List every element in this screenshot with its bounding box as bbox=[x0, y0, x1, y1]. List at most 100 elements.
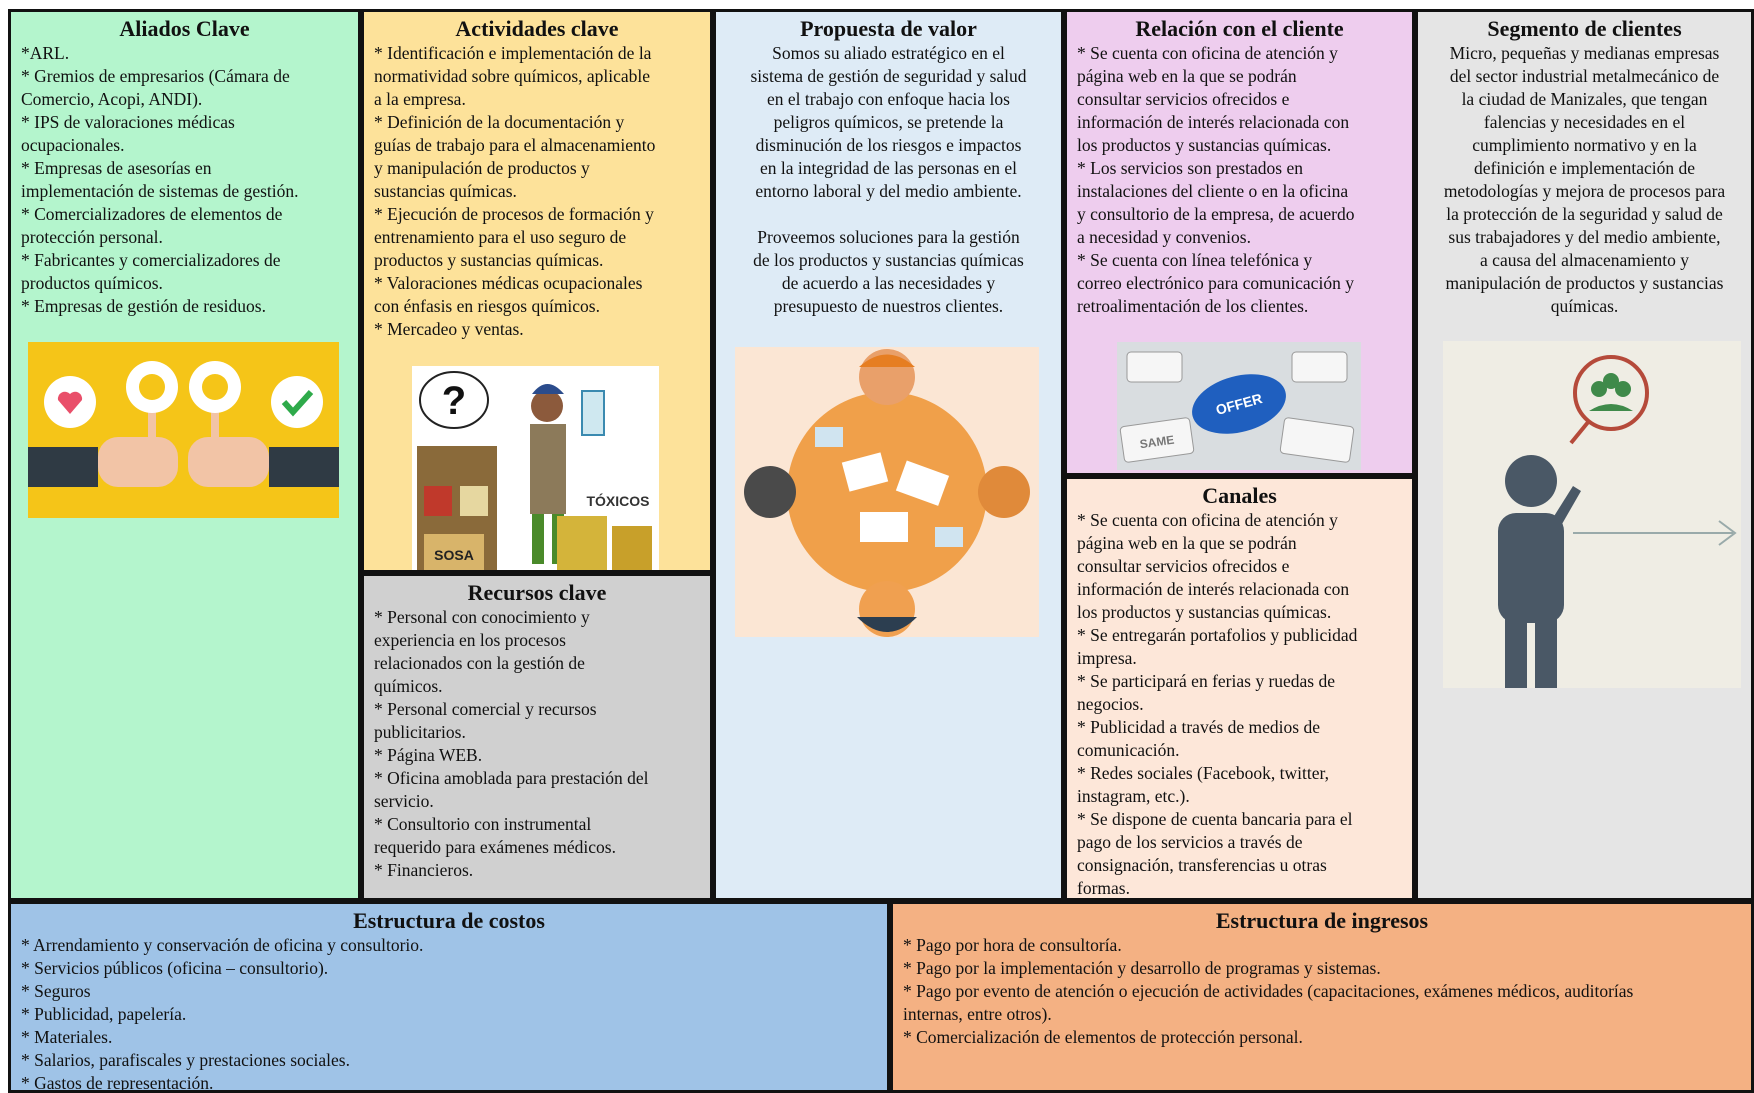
text-line: a causa del almacenamiento y bbox=[1480, 250, 1689, 270]
list-item: * Redes sociales (Facebook, twitter, bbox=[1077, 763, 1330, 783]
list-item: comunicación. bbox=[1077, 740, 1180, 760]
text-line: en el trabajo con enfoque hacia los bbox=[767, 89, 1010, 109]
list-item: página web en la que se podrán bbox=[1077, 66, 1297, 86]
revenue-structure-title: Estructura de ingresos bbox=[1215, 908, 1429, 933]
list-item: * Valoraciones médicas ocupacionales bbox=[374, 273, 643, 293]
list-item: con énfasis en riesgos químicos. bbox=[374, 296, 600, 316]
list-item: * Comercialización de elementos de prote… bbox=[903, 1027, 1303, 1047]
text-line: Micro, pequeñas y medianas empresas bbox=[1449, 43, 1720, 63]
list-item: *ARL. bbox=[21, 43, 70, 63]
list-item: servicio. bbox=[374, 791, 434, 811]
text-line: peligros químicos, se pretende la bbox=[773, 112, 1004, 132]
channels-block: Canales * Se cuenta con oficina de atenc… bbox=[1064, 476, 1415, 901]
list-item: protección personal. bbox=[21, 227, 163, 247]
list-item: internas, entre otros). bbox=[903, 1004, 1052, 1024]
list-item: * IPS de valoraciones médicas bbox=[21, 112, 235, 132]
list-item: * Definición de la documentación y bbox=[374, 112, 625, 132]
question-mark-label: ? bbox=[442, 379, 466, 423]
text-line: cumplimiento normativo y en la bbox=[1472, 135, 1697, 155]
list-item: guías de trabajo para el almacenamiento bbox=[374, 135, 656, 155]
text-line: presupuesto de nuestros clientes. bbox=[773, 296, 1004, 316]
customer-segments-block: Segmento de clientes Micro, pequeñas y m… bbox=[1415, 9, 1754, 901]
list-item: negocios. bbox=[1077, 694, 1144, 714]
list-item: a necesidad y convenios. bbox=[1077, 227, 1251, 247]
text-line: la ciudad de Manizales, que tengan bbox=[1461, 89, 1708, 109]
key-partners-list: *ARL. * Gremios de empresarios (Cámara d… bbox=[21, 42, 348, 318]
key-partners-title: Aliados Clave bbox=[119, 16, 250, 41]
list-item: información de interés relacionada con bbox=[1077, 579, 1350, 599]
list-item: * Pago por la implementación y desarroll… bbox=[903, 958, 1381, 978]
customer-segments-text: Micro, pequeñas y medianas empresas del … bbox=[1428, 42, 1741, 318]
list-item: * Publicidad a través de medios de bbox=[1077, 717, 1320, 737]
paragraph-gap bbox=[726, 203, 1051, 226]
list-item: consultar servicios ofrecidos e bbox=[1077, 556, 1290, 576]
cost-structure-list: * Arrendamiento y conservación de oficin… bbox=[21, 934, 877, 1093]
list-item: * Página WEB. bbox=[374, 745, 483, 765]
keyboard-illustration: OFFER SAME bbox=[1117, 342, 1361, 470]
list-item: consignación, transferencias u otras bbox=[1077, 855, 1327, 875]
meeting-table-illustration bbox=[735, 347, 1039, 637]
list-item: normatividad sobre químicos, aplicable bbox=[374, 66, 651, 86]
list-item: correo electrónico para comunicación y bbox=[1077, 273, 1354, 293]
list-item: productos químicos. bbox=[21, 273, 163, 293]
list-item: * Gremios de empresarios (Cámara de bbox=[21, 66, 290, 86]
customer-relationship-block: Relación con el cliente * Se cuenta con … bbox=[1064, 9, 1415, 476]
list-item: entrenamiento para el uso seguro de bbox=[374, 227, 627, 247]
revenue-structure-block: Estructura de ingresos * Pago por hora d… bbox=[890, 901, 1754, 1093]
value-proposition-text: Somos su aliado estratégico en el sistem… bbox=[726, 42, 1051, 318]
key-partners-block: Aliados Clave *ARL. * Gremios de empresa… bbox=[8, 9, 361, 901]
revenue-structure-list: * Pago por hora de consultoría. * Pago p… bbox=[903, 934, 1741, 1049]
handshake-ratings-icon bbox=[28, 342, 339, 518]
list-item: los productos y sustancias químicas. bbox=[1077, 602, 1332, 622]
cost-structure-title: Estructura de costos bbox=[353, 908, 545, 933]
key-activities-list: * Identificación e implementación de la … bbox=[374, 42, 700, 341]
list-item: * Pago por hora de consultoría. bbox=[903, 935, 1122, 955]
text-line: entorno laboral y del medio ambiente. bbox=[755, 181, 1022, 201]
text-line: de acuerdo a las necesidades y bbox=[781, 273, 996, 293]
list-item: * Los servicios son prestados en bbox=[1077, 158, 1304, 178]
text-line: disminución de los riesgos e impactos bbox=[755, 135, 1022, 155]
cost-structure-block: Estructura de costos * Arrendamiento y c… bbox=[8, 901, 890, 1093]
list-item: * Se cuenta con oficina de atención y bbox=[1077, 510, 1338, 530]
key-activities-block: Actividades clave * Identificación e imp… bbox=[361, 9, 713, 573]
text-line: falencias y necesidades en el bbox=[1483, 112, 1686, 132]
list-item: publicitarios. bbox=[374, 722, 466, 742]
text-line: la protección de la seguridad y salud de bbox=[1446, 204, 1723, 224]
list-item: * Fabricantes y comercializadores de bbox=[21, 250, 281, 270]
key-resources-title: Recursos clave bbox=[467, 580, 607, 605]
same-key-label: SAME bbox=[1139, 433, 1175, 452]
list-item: impresa. bbox=[1077, 648, 1137, 668]
list-item: * Se participará en ferias y ruedas de bbox=[1077, 671, 1336, 691]
list-item: * Personal con conocimiento y bbox=[374, 607, 590, 627]
text-line: definición e implementación de bbox=[1473, 158, 1696, 178]
list-item: * Financieros. bbox=[374, 860, 474, 880]
customer-relationship-list: * Se cuenta con oficina de atención y pá… bbox=[1077, 42, 1402, 318]
list-item: * Consultorio con instrumental bbox=[374, 814, 592, 834]
list-item: * Seguros bbox=[21, 981, 91, 1001]
list-item: * Gastos de representación. bbox=[21, 1073, 214, 1093]
customer-segments-title: Segmento de clientes bbox=[1487, 16, 1682, 41]
customer-relationship-title: Relación con el cliente bbox=[1135, 16, 1344, 41]
list-item: implementación de sistemas de gestión. bbox=[21, 181, 299, 201]
text-line: sistema de gestión de seguridad y salud bbox=[750, 66, 1027, 86]
key-activities-title: Actividades clave bbox=[455, 16, 619, 41]
list-item: retroalimentación de los clientes. bbox=[1077, 296, 1309, 316]
list-item: pago de los servicios a través de bbox=[1077, 832, 1303, 852]
channels-list: * Se cuenta con oficina de atención y pá… bbox=[1077, 509, 1402, 898]
toxic-label: TÓXICOS bbox=[586, 492, 649, 509]
list-item: * Materiales. bbox=[21, 1027, 113, 1047]
thinking-person-icon bbox=[1443, 341, 1741, 688]
key-resources-list: * Personal con conocimiento y experienci… bbox=[374, 606, 700, 882]
list-item: formas. bbox=[1077, 878, 1130, 898]
list-item: * Se dispone de cuenta bancaria para el bbox=[1077, 809, 1353, 829]
value-proposition-block: Propuesta de valor Somos su aliado estra… bbox=[713, 9, 1064, 901]
partners-illustration bbox=[28, 342, 339, 518]
text-line: Somos su aliado estratégico en el bbox=[772, 43, 1005, 63]
keyboard-offer-key-icon: OFFER SAME bbox=[1117, 342, 1361, 470]
list-item: página web en la que se podrán bbox=[1077, 533, 1297, 553]
list-item: * Empresas de asesorías en bbox=[21, 158, 212, 178]
list-item: * Personal comercial y recursos bbox=[374, 699, 597, 719]
list-item: y consultorio de la empresa, de acuerdo bbox=[1077, 204, 1355, 224]
list-item: * Empresas de gestión de residuos. bbox=[21, 296, 266, 316]
list-item: * Oficina amoblada para prestación del bbox=[374, 768, 649, 788]
